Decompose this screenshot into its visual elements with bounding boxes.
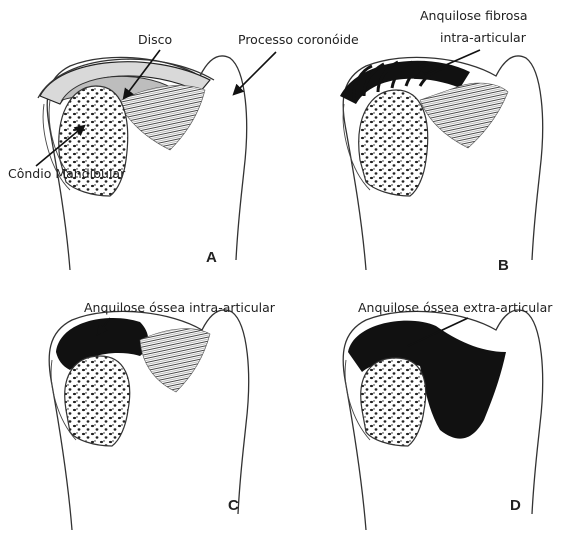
label-anquilose-ossea-intra: Anquilose óssea intra-articular	[84, 300, 276, 315]
panel-b	[340, 56, 543, 270]
label-anquilose-fibrosa-2: intra-articular	[440, 30, 527, 45]
label-processo-coronoide: Processo coronóide	[238, 32, 359, 47]
mandibular-condyle	[361, 358, 426, 446]
mandibular-condyle	[359, 90, 428, 196]
panel-letter-b: B	[498, 257, 509, 274]
label-anquilose-fibrosa-1: Anquilose fibrosa	[420, 8, 528, 23]
label-disco: Disco	[138, 32, 172, 47]
panel-c	[49, 310, 249, 530]
panel-a	[38, 56, 247, 270]
panel-letter-d: D	[510, 497, 521, 514]
panel-letter-a: A	[206, 249, 217, 266]
label-anquilose-ossea-extra: Anquilose óssea extra-articular	[358, 300, 553, 315]
mandibular-condyle	[65, 356, 130, 446]
label-condio-mandibular: Côndio Mandibular	[8, 166, 126, 181]
panel-letter-c: C	[228, 497, 239, 514]
